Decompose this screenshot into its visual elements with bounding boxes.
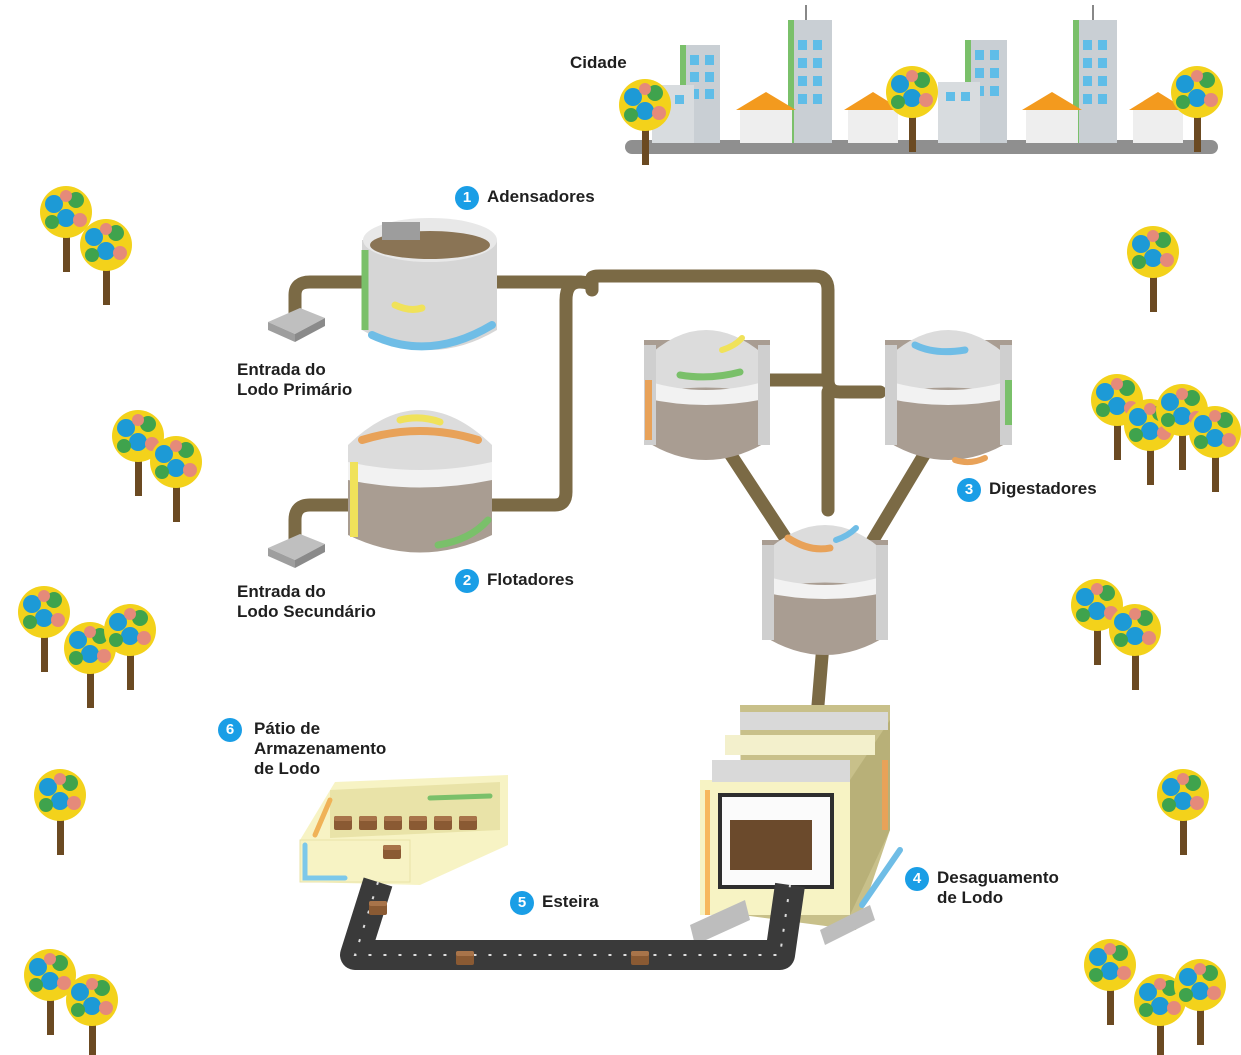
storage-yard <box>299 775 508 885</box>
conveyor-belt <box>340 877 805 970</box>
step-1-badge: 1 <box>455 186 479 210</box>
digester-1 <box>644 330 770 460</box>
step-6-label-line-3: de Lodo <box>254 759 321 778</box>
primary-inlet-label-line-2: Lodo Primário <box>237 380 353 399</box>
step-2-badge: 2 <box>455 569 479 593</box>
step-4-label-line-1: Desaguamento <box>937 868 1059 887</box>
step-1-label: Adensadores <box>487 187 595 206</box>
building-tall-2 <box>788 5 832 143</box>
step-4-badge: 4 <box>905 867 929 891</box>
primary-inlet-label: Entrada do Lodo Primário <box>237 360 352 400</box>
step-6-label-line-2: Armazenamento <box>254 739 387 758</box>
step-2-label: Flotadores <box>487 570 574 589</box>
digester-2 <box>885 330 1012 466</box>
trees <box>18 186 1241 1055</box>
step-5-badge: 5 <box>510 891 534 915</box>
house-4 <box>1129 92 1187 143</box>
step-3-label: Digestadores <box>989 479 1097 498</box>
step-6-label: Pátio de Armazenamento de Lodo <box>254 719 386 779</box>
step-4-label: Desaguamento de Lodo <box>937 868 1059 908</box>
flotation-tank <box>348 410 492 553</box>
city-label: Cidade <box>570 53 627 72</box>
secondary-inlet-label: Entrada do Lodo Secundário <box>237 582 376 622</box>
thickener-tank <box>361 218 497 351</box>
digester-3 <box>762 525 888 655</box>
step-5-label: Esteira <box>542 892 599 911</box>
house-2 <box>844 92 902 143</box>
city-skyline <box>619 5 1223 165</box>
step-4-label-line-2: de Lodo <box>937 888 1004 907</box>
inlet-primary-base <box>268 308 325 342</box>
secondary-inlet-label-line-1: Entrada do <box>237 582 326 601</box>
secondary-inlet-label-line-2: Lodo Secundário <box>237 602 376 621</box>
step-6-badge: 6 <box>218 718 242 742</box>
step-3-badge: 3 <box>957 478 981 502</box>
house-1 <box>736 92 796 143</box>
house-3 <box>1022 92 1082 143</box>
building-tall-4 <box>1073 5 1117 143</box>
primary-inlet-label-line-1: Entrada do <box>237 360 326 379</box>
step-6-label-line-1: Pátio de <box>254 719 321 738</box>
inlet-secondary-base <box>268 534 325 568</box>
